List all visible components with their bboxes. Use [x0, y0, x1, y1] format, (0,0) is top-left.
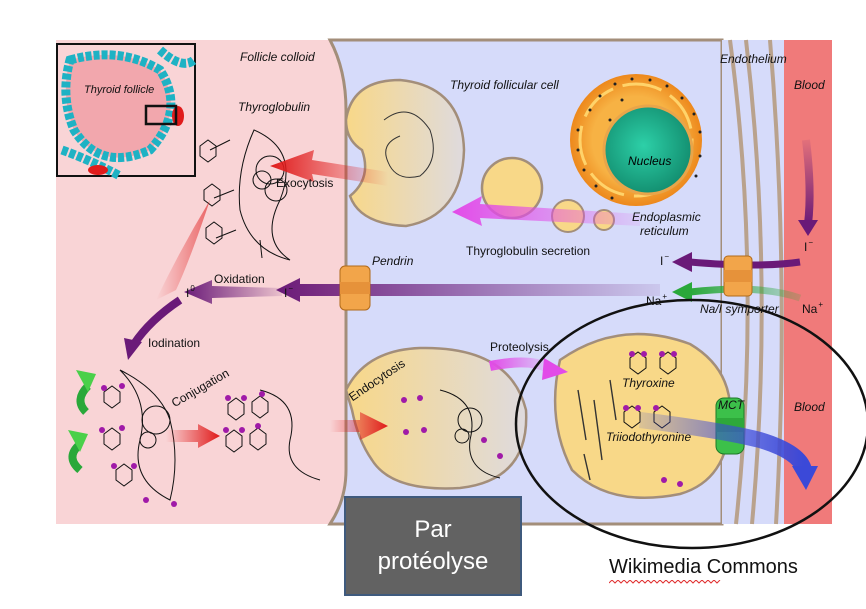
- follicle-colloid-label: Follicle colloid: [240, 50, 315, 64]
- iodination-green-arrow-2: [68, 443, 83, 474]
- iodinated-thyroglobulin: [103, 369, 176, 501]
- pendrin-label: Pendrin: [372, 254, 414, 268]
- oxidation-arrow: [184, 280, 282, 304]
- blood-label-top: Blood: [794, 78, 825, 92]
- er-label-line2: reticulum: [640, 224, 689, 238]
- thyroglobulin-to-oxidation-funnel: [156, 200, 210, 300]
- credit-text: Wikimedia Commons: [609, 556, 798, 578]
- sodium-blood-label: Na+: [802, 300, 824, 316]
- thyroid-follicle-label: Thyroid follicle: [84, 84, 155, 96]
- nucleus-label: Nucleus: [628, 154, 672, 168]
- pendrin-icon: [339, 265, 371, 311]
- callout-line-1: Par: [414, 516, 452, 543]
- endothelium-label: Endothelium: [720, 52, 787, 66]
- nai-symporter-label: Na/I symporter: [700, 302, 779, 316]
- triiodothyronine-label: Triiodothyronine: [606, 430, 692, 444]
- thyroglobulin-secretion-arrow: [452, 196, 640, 226]
- exocytosis-arrow: [270, 150, 388, 186]
- conjugation-arrow: [166, 424, 220, 448]
- hormone-export-arrow: [639, 412, 812, 473]
- iodination-green-arrow-1: [76, 383, 91, 415]
- nucleus-group: [570, 74, 702, 206]
- oxidation-label: Oxidation: [214, 272, 265, 286]
- er-label-line1: Endoplasmic: [632, 210, 701, 224]
- thyroglobulin-secretion-label: Thyroglobulin secretion: [466, 244, 591, 258]
- spellcheck-underline: [609, 580, 721, 584]
- endocytosis-vesicle: [344, 346, 528, 490]
- iodine-to-thyroglobulin-arrow: [130, 296, 183, 347]
- thyroid-follicle-inset: [56, 43, 197, 180]
- thyroglobulin-label: Thyroglobulin: [238, 100, 311, 114]
- endocytosis-arrow: [330, 412, 388, 440]
- proteolysis-highlight-ellipse: [514, 298, 866, 550]
- iodide-cell-label: I−: [660, 252, 670, 268]
- iodide-transport-arrow: [276, 278, 660, 302]
- proteolysis-label: Proteolysis: [490, 340, 549, 354]
- callout-line-2: protéolyse: [377, 548, 489, 575]
- thyroxine-label: Thyroxine: [622, 376, 675, 390]
- thyroid-follicular-cell-label: Thyroid follicular cell: [450, 78, 559, 92]
- mct-label: MCT: [718, 398, 744, 412]
- iodide-mid-label: I−: [284, 284, 294, 300]
- blood-label-bottom: Blood: [794, 400, 825, 414]
- symporter-icon: [723, 255, 753, 297]
- sodium-cell-label: Na+: [646, 292, 668, 308]
- iodine-dots-colloid: [99, 383, 177, 507]
- exocytosis-vesicle: [344, 78, 466, 228]
- blood-region: [784, 40, 832, 524]
- proteolysis-callout-box: Par protéolyse: [344, 496, 522, 596]
- iodine-dots-vesicle: [401, 395, 503, 459]
- iodination-label: Iodination: [148, 336, 201, 350]
- iodide-blood-arrow: [802, 139, 814, 225]
- exocytosis-label: Exocytosis: [276, 176, 334, 190]
- iodide-blood-label: I−: [804, 238, 814, 254]
- iodine-atom-label: I0: [186, 284, 195, 300]
